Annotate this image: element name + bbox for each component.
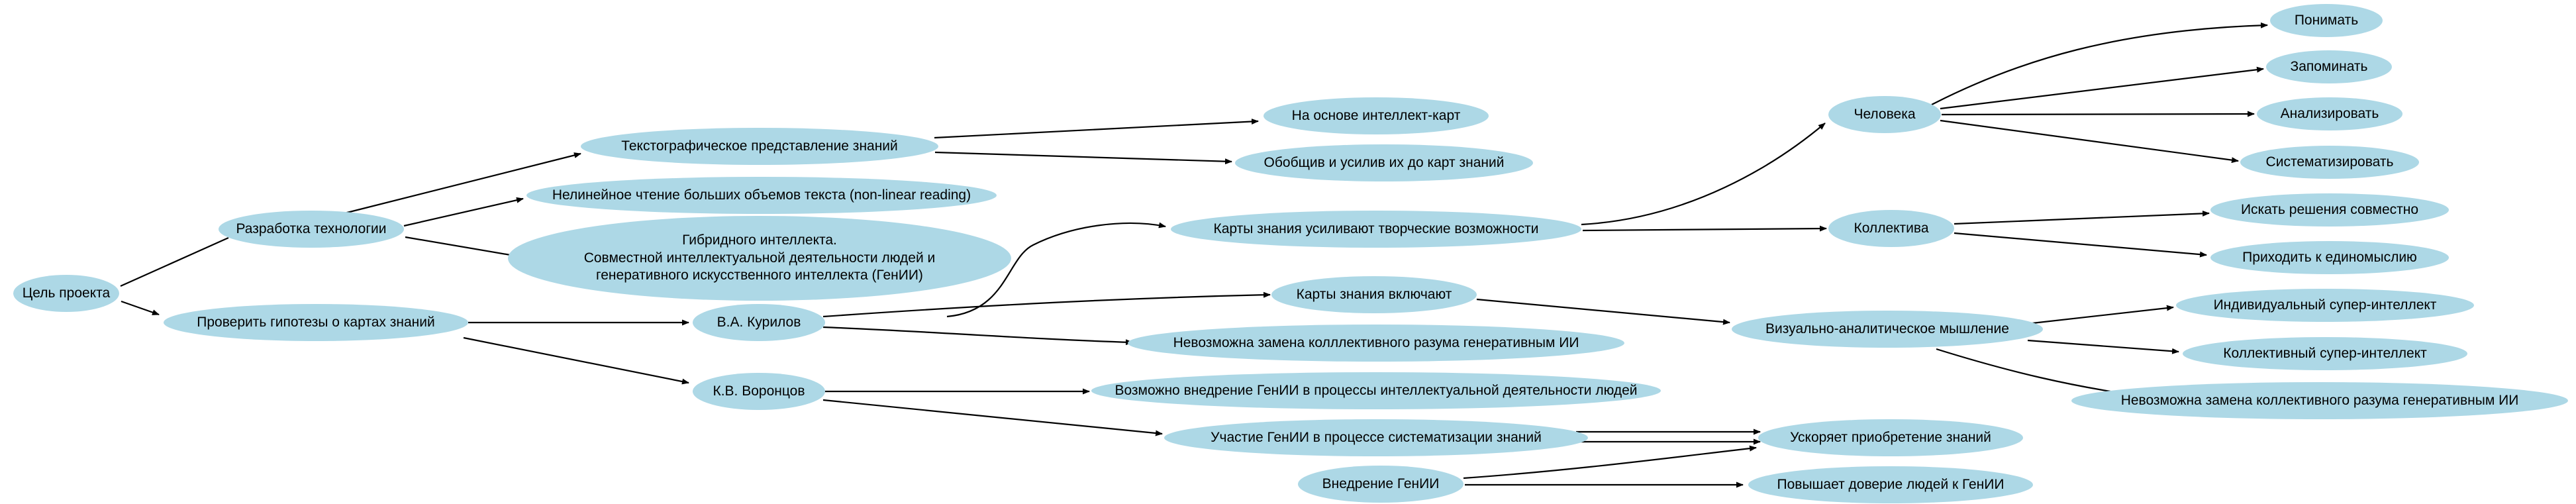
node-label-tech: Разработка технологии (236, 221, 387, 236)
edge-vorontsov-to-genii-systemat (822, 399, 1163, 436)
node-label-nonlinear: Нелинейное чтение больших объемов текста… (552, 187, 971, 203)
node-nonlinear[interactable]: Нелинейное чтение больших объемов текста… (526, 177, 997, 214)
edge-goal-to-hypotheses (121, 300, 160, 316)
edge-include-to-visual-analytic (1476, 298, 1730, 325)
node-label-analyze: Анализировать (2280, 105, 2379, 121)
edge-collective-to-consensus (1954, 232, 2207, 258)
edge-kurilov-to-include (822, 291, 1271, 318)
edge-human-to-understand (1931, 22, 2268, 105)
node-label-search-joint: Искать решения совместно (2240, 201, 2419, 217)
node-trust[interactable]: Повышает доверие людей к ГенИИ (1748, 466, 2033, 503)
edge-kurilov-to-no-replace-kv (822, 326, 1133, 346)
node-label-systematize: Систематизировать (2265, 154, 2394, 170)
node-generalize[interactable]: Обобщив и усилив их до карт знаний (1235, 144, 1533, 181)
node-label-no-replace-va: Невозможна замена коллективного разума г… (2120, 392, 2519, 408)
node-label-coll-super: Коллективный супер-интеллект (2223, 345, 2427, 361)
node-label-accelerate: Ускоряет приобретение знаний (1790, 429, 1991, 445)
node-hypotheses[interactable]: Проверить гипотезы о картах знаний (164, 304, 468, 341)
edge-collective-to-search-joint (1954, 210, 2210, 225)
node-label-kurilov: В.А. Курилов (717, 314, 801, 330)
node-no-replace-kv[interactable]: Невозможна замена колллективного разума … (1128, 325, 1624, 362)
edge-textgraphic-to-mindmaps (934, 119, 1259, 139)
edge-textgraphic-to-generalize (934, 151, 1232, 165)
node-understand[interactable]: Понимать (2270, 4, 2383, 37)
node-collective[interactable]: Коллектива (1828, 210, 1954, 247)
node-label-creative: Карты знания усиливают творческие возмож… (1213, 221, 1539, 236)
node-hybrid[interactable]: Гибридного интеллекта. Совместной интелл… (508, 216, 1011, 301)
node-label-vorontsov: К.В. Воронцов (713, 383, 805, 399)
node-label-mindmaps: На основе интеллект-карт (1291, 107, 1461, 123)
node-mindmaps[interactable]: На основе интеллект-карт (1263, 97, 1489, 134)
node-indiv-super[interactable]: Индивидуальный супер-интеллект (2176, 289, 2474, 322)
edge-hypotheses-to-vorontsov (463, 336, 689, 385)
node-creative[interactable]: Карты знания усиливают творческие возмож… (1171, 211, 1581, 248)
node-label-hypotheses: Проверить гипотезы о картах знаний (197, 314, 435, 330)
node-consensus[interactable]: Приходить к единомыслию (2210, 241, 2449, 274)
node-analyze[interactable]: Анализировать (2257, 97, 2403, 130)
node-label-textgraphic: Текстографическое представление знаний (621, 138, 898, 154)
node-label-goal: Цель проекта (22, 285, 111, 301)
node-label-include: Карты знания включают (1296, 286, 1452, 302)
node-label-no-replace-kv: Невозможна замена колллективного разума … (1173, 334, 1579, 350)
node-label-hybrid: Гибридного интеллекта. Совместной интелл… (583, 232, 936, 283)
edge-creative-to-collective (1582, 225, 1827, 232)
node-include[interactable]: Карты знания включают (1271, 276, 1477, 313)
node-label-genii-systemat: Участие ГенИИ в процессе систематизации … (1211, 429, 1542, 445)
edge-human-to-memorize (1940, 66, 2264, 110)
node-label-genii-intro: Внедрение ГенИИ (1322, 476, 1440, 491)
node-systematize[interactable]: Систематизировать (2240, 146, 2419, 179)
edge-visual-analytic-to-indiv-super (2026, 305, 2174, 325)
node-tech[interactable]: Разработка технологии (219, 211, 404, 248)
node-memorize[interactable]: Запоминать (2266, 50, 2392, 83)
node-label-genii-embed: Возможно внедрение ГенИИ в процессы инте… (1115, 382, 1638, 398)
node-vorontsov[interactable]: К.В. Воронцов (693, 373, 825, 410)
node-label-indiv-super: Индивидуальный супер-интеллект (2213, 297, 2437, 313)
node-label-visual-analytic: Визуально-аналитическое мышление (1765, 321, 2009, 336)
node-kurilov[interactable]: В.А. Курилов (693, 304, 825, 341)
node-label-generalize: Обобщив и усилив их до карт знаний (1263, 154, 1505, 170)
node-accelerate[interactable]: Ускоряет приобретение знаний (1758, 419, 2023, 456)
node-search-joint[interactable]: Искать решения совместно (2210, 193, 2449, 227)
node-goal[interactable]: Цель проекта (13, 275, 119, 312)
node-coll-super[interactable]: Коллективный супер-интеллект (2183, 337, 2467, 370)
edge-human-to-analyze (1941, 111, 2255, 117)
edge-tech-to-nonlinear (403, 197, 524, 227)
node-label-consensus: Приходить к единомыслию (2242, 249, 2417, 265)
node-genii-intro[interactable]: Внедрение ГенИИ (1298, 466, 1463, 503)
edge-human-to-systematize (1940, 119, 2239, 164)
node-human[interactable]: Человека (1828, 96, 1941, 133)
edge-creative-to-human (1581, 123, 1826, 226)
node-label-human: Человека (1854, 106, 1916, 122)
edge-visual-analytic-to-coll-super (2027, 339, 2179, 354)
edge-goal-to-tech (120, 236, 229, 287)
node-visual-analytic[interactable]: Визуально-аналитическое мышление (1732, 311, 2043, 348)
node-no-replace-va[interactable]: Невозможна замена коллективного разума г… (2071, 382, 2568, 419)
node-textgraphic[interactable]: Текстографическое представление знаний (581, 128, 938, 165)
node-label-understand: Понимать (2294, 12, 2359, 28)
edge-tech-to-textgraphic (344, 152, 581, 215)
node-label-memorize: Запоминать (2290, 58, 2368, 74)
node-genii-systemat[interactable]: Участие ГенИИ в процессе систематизации … (1164, 419, 1588, 456)
node-genii-embed[interactable]: Возможно внедрение ГенИИ в процессы инте… (1091, 372, 1661, 409)
node-label-collective: Коллектива (1854, 220, 1929, 236)
node-label-trust: Повышает доверие людей к ГенИИ (1777, 476, 2005, 492)
